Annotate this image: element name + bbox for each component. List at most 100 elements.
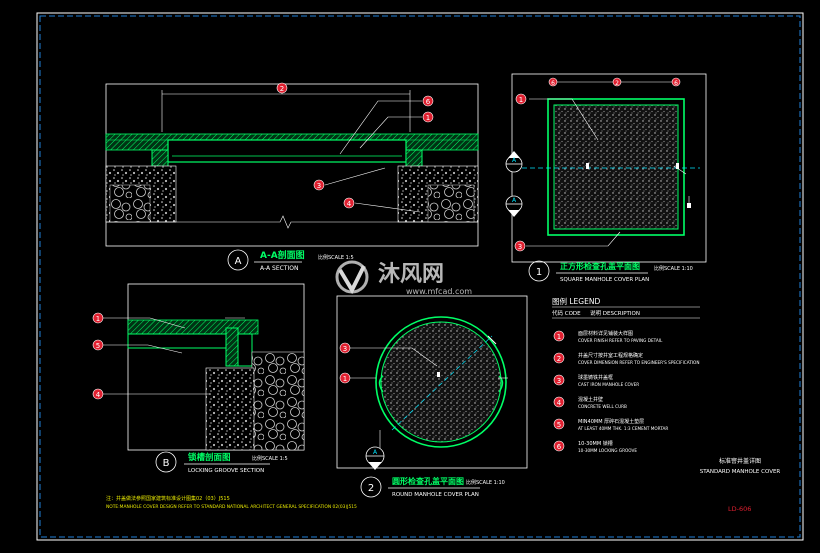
watermark-brand: 沐风网 [378, 262, 444, 287]
legend-desc-cn: 井盖尺寸按井室工程规格确定 [578, 352, 643, 359]
legend-desc-en: COVER FINISH REFER TO PAVING DETAIL [578, 338, 663, 343]
svg-text:5: 5 [96, 342, 100, 350]
svg-text:SQUARE MANHOLE COVER PLAN: SQUARE MANHOLE COVER PLAN [560, 277, 649, 283]
legend-desc-cn: MIN40MM 厚碎石混凝土垫层 [578, 418, 644, 425]
svg-text:A-A SECTION: A-A SECTION [260, 265, 298, 272]
svg-text:圆形检查孔盖平面图: 圆形检查孔盖平面图 [392, 476, 464, 486]
view-title-section-aa: A A-A剖面图 A-A SECTION 比例SCALE 1:5 [227, 249, 354, 272]
legend-code-header: 代码 CODE [552, 309, 581, 317]
section-mark-bottom: A [505, 195, 523, 217]
legend-code-badge [553, 352, 565, 364]
watermark: 沐风网 www.mfcad.com [335, 260, 472, 296]
drawing-title-en: STANDARD MANHOLE COVER [700, 469, 781, 475]
legend-code: 6 [557, 443, 562, 451]
drawing-title-cn: 标准窨井盖详图 [719, 457, 761, 465]
round-plan-view [336, 295, 528, 469]
callout-6: 6 [671, 77, 681, 87]
callout-1: 1 [515, 93, 527, 105]
title-block: 标准窨井盖详图 STANDARD MANHOLE COVER LD-606 [700, 457, 781, 513]
legend-code: 3 [557, 377, 561, 385]
svg-text:1: 1 [343, 375, 347, 383]
legend-code: 5 [557, 421, 561, 429]
svg-text:2: 2 [615, 80, 619, 87]
legend-code-badge [553, 418, 565, 430]
svg-text:锁槽剖面图: 锁槽剖面图 [188, 452, 231, 463]
svg-text:比例SCALE 1:5: 比例SCALE 1:5 [318, 254, 354, 261]
callout-6: 6 [422, 95, 434, 107]
section-mark-round: A [365, 446, 385, 470]
svg-text:A-A剖面图: A-A剖面图 [260, 249, 305, 261]
svg-text:6: 6 [674, 80, 678, 87]
legend-desc-en: AT LEAST 40MM THK. 1:3 CEMENT MORTAR [578, 426, 668, 431]
section-aa-view [105, 83, 479, 247]
legend-code: 4 [557, 399, 562, 407]
svg-text:比例SCALE 1:10: 比例SCALE 1:10 [654, 265, 693, 272]
svg-text:1: 1 [96, 315, 100, 323]
svg-text:2: 2 [280, 85, 284, 93]
watermark-url: www.mfcad.com [406, 287, 472, 296]
svg-text:3: 3 [317, 182, 321, 190]
legend-code: 1 [557, 333, 561, 341]
callout-2: 2 [612, 77, 622, 87]
legend-code-badge [553, 396, 565, 408]
callout-4: 4 [92, 388, 104, 400]
svg-text:比例SCALE 1:5: 比例SCALE 1:5 [252, 455, 288, 462]
legend-code-badge [553, 374, 565, 386]
watermark-logo [335, 260, 369, 295]
svg-text:4: 4 [347, 200, 352, 208]
svg-text:A: A [512, 157, 517, 164]
callout-1: 1 [422, 111, 434, 123]
svg-text:ROUND MANHOLE COVER PLAN: ROUND MANHOLE COVER PLAN [392, 492, 479, 498]
callout-6: 6 [548, 77, 558, 87]
callout-3: 3 [313, 179, 325, 191]
svg-text:比例SCALE 1:10: 比例SCALE 1:10 [466, 479, 505, 486]
legend-desc-header: 说明 DESCRIPTION [590, 309, 640, 317]
svg-text:1: 1 [519, 96, 523, 104]
svg-text:LOCKING GROOVE SECTION: LOCKING GROOVE SECTION [188, 468, 264, 474]
svg-text:A: A [373, 449, 378, 456]
svg-text:B: B [163, 458, 170, 469]
svg-text:4: 4 [96, 391, 101, 399]
legend-desc-en: COVER DIMENSION REFER TO ENGINEER'S SPEC… [578, 360, 699, 365]
svg-text:NOTE:MANHOLE COVER DESIGN REFE: NOTE:MANHOLE COVER DESIGN REFER TO STAND… [106, 504, 357, 510]
callout-1: 1 [92, 312, 104, 324]
view-title-round-plan: 2 圆形检查孔盖平面图 ROUND MANHOLE COVER PLAN 比例S… [360, 476, 505, 498]
svg-text:2: 2 [368, 483, 374, 494]
section-marks: A A A [365, 151, 523, 470]
callout-1: 1 [339, 372, 351, 384]
legend-desc-cn: 球墨铸铁井盖框 [578, 374, 613, 381]
legend-desc-cn: 混凝土井壁 [578, 396, 603, 403]
callout-3: 3 [339, 342, 351, 354]
svg-text:A: A [512, 197, 517, 204]
svg-text:注：井盖做法参照国家建筑标准设计图集02（03）J515: 注：井盖做法参照国家建筑标准设计图集02（03）J515 [106, 495, 230, 502]
callout-4: 4 [343, 197, 355, 209]
legend-code-badge [553, 440, 565, 452]
svg-text:1: 1 [536, 267, 542, 278]
view-title-groove-section: B 锁槽剖面图 LOCKING GROOVE SECTION 比例SCALE 1… [155, 451, 288, 474]
legend: 图例 LEGEND 代码 CODE 说明 DESCRIPTION 1 面层材料详见… [552, 296, 700, 453]
legend-title: 图例 LEGEND [552, 296, 600, 306]
legend-desc-en: CAST IRON MANHOLE COVER [578, 382, 639, 387]
groove-section-view [103, 283, 305, 451]
view-title-square-plan: 1 正方形检查孔盖平面图 SQUARE MANHOLE COVER PLAN 比… [528, 260, 693, 283]
legend-code-badge [553, 330, 565, 342]
legend-desc-cn: 10-30MM 锁槽 [578, 440, 613, 447]
general-note: 注：井盖做法参照国家建筑标准设计图集02（03）J515 NOTE:MANHOL… [106, 495, 357, 510]
callout-5: 5 [92, 339, 104, 351]
square-plan-view [511, 73, 707, 263]
svg-text:A: A [235, 256, 242, 267]
section-mark-top: A [505, 151, 523, 173]
callouts: 2 6 1 3 4 1 3 6 2 6 1 5 4 3 1 [92, 77, 681, 400]
inner-border [39, 15, 801, 538]
svg-text:6: 6 [551, 80, 555, 87]
section-aa-frame [105, 83, 479, 247]
svg-text:3: 3 [343, 345, 347, 353]
legend-desc-cn: 面层材料详见铺装大样图 [578, 330, 633, 337]
svg-text:6: 6 [426, 98, 431, 106]
